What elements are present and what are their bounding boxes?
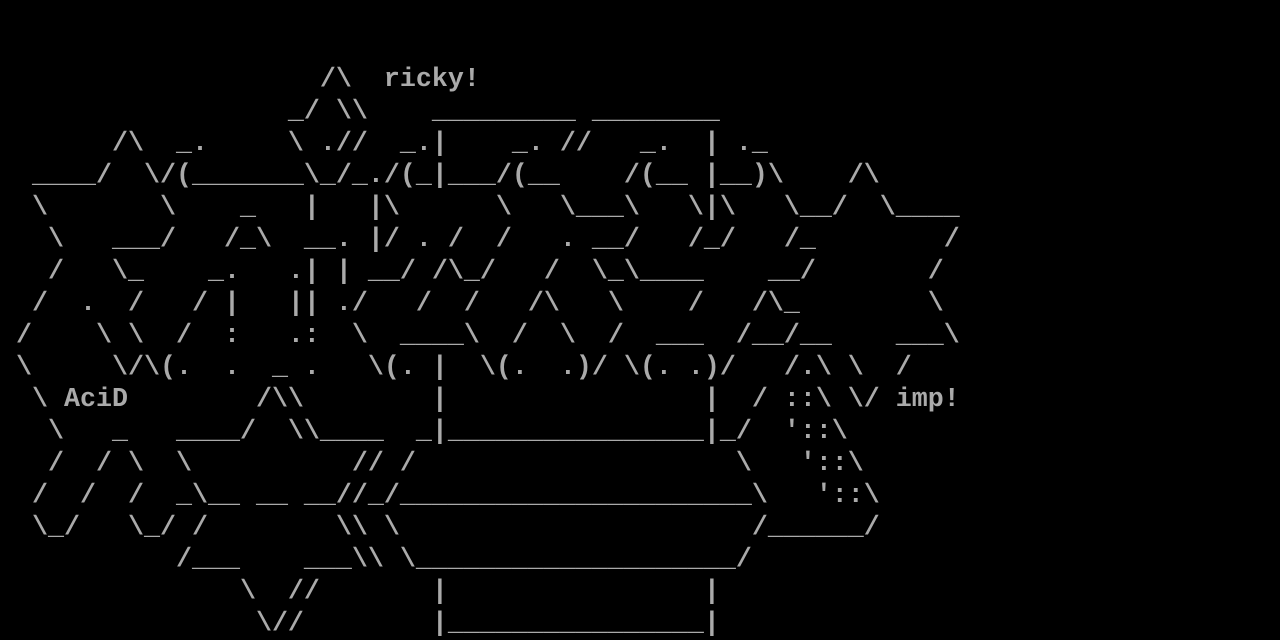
art-line: _/ \\ _________ ________ xyxy=(0,97,720,127)
art-line: \ \/\(. . _ . \(. | \(. .)/ \(. .)/ /.\ … xyxy=(0,353,912,383)
art-line: / . / / | || ./ / / /\ \ / /\_ \ xyxy=(0,289,944,319)
art-line: / / / _\__ __ __//_/____________________… xyxy=(0,481,880,511)
art-line: \ _ ____/ \\____ _|________________|_/ '… xyxy=(0,417,848,447)
art-line: /\ _. \ .// _.| _. // _. | ._ xyxy=(0,129,768,159)
art-line: /___ ___\\ \____________________/ xyxy=(0,545,752,575)
art-line: \_/ \_/ / \\ \ /______/ xyxy=(0,513,880,543)
art-line: \// |________________| xyxy=(0,609,720,639)
art-line: ____/ \/(_______\_/_./(_|___/(__ /(__ |_… xyxy=(0,161,880,191)
art-line: / / \ \ // / \ '::\ xyxy=(0,449,864,479)
art-line: / \ \ / : .: \ ____\ / \ / ___ /__/__ __… xyxy=(0,321,960,351)
art-line: \ ___/ /_\ __. |/ . / / . __/ /_/ /_ / xyxy=(0,225,960,255)
art-line: \ AciD /\\ | | / ::\ \/ imp! xyxy=(0,385,960,415)
art-line: / \_ _. .| | __/ /\_/ / \_\____ __/ / xyxy=(0,257,944,287)
art-line: /\ ricky! xyxy=(0,65,480,95)
art-line: \ // | | xyxy=(0,577,720,607)
art-line: \ \ _ | |\ \ \___\ \|\ \__/ \____ xyxy=(0,193,960,223)
ascii-art: /\ ricky! _/ \\ _________ ________ /\ _.… xyxy=(0,64,960,640)
